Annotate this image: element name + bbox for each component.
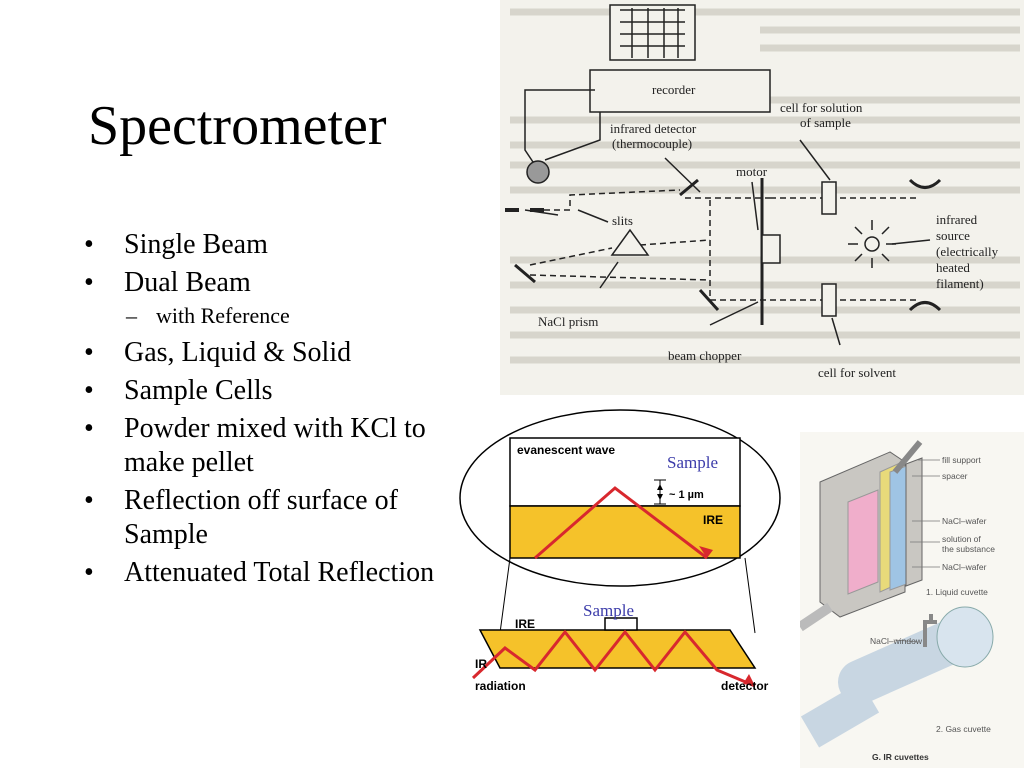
sample-bottom-label: Sample <box>583 601 634 620</box>
cell-sample-label-2: of sample <box>800 115 851 130</box>
liquid-cuvette-label: 1. Liquid cuvette <box>926 587 988 597</box>
source-label-2: source <box>936 228 970 243</box>
fill-support-label: fill support <box>942 455 981 465</box>
nacl-wafer-label-2: NaCl–wafer <box>942 562 987 572</box>
bullet-list: Single Beam Dual Beam with Reference Gas… <box>82 228 442 594</box>
gas-cuvette-label: 2. Gas cuvette <box>936 724 991 734</box>
ire-bottom-label: IRE <box>515 617 535 631</box>
atr-diagram: evanescent wave Sample ~ 1 µm IRE Sample… <box>455 408 785 698</box>
thickness-label: ~ 1 µm <box>669 489 704 501</box>
atr-schematic: evanescent wave Sample ~ 1 µm IRE Sample… <box>459 409 781 693</box>
detector-label-2: (thermocouple) <box>612 136 692 151</box>
evanescent-label: evanescent wave <box>517 443 615 457</box>
slits-label: slits <box>612 213 633 228</box>
ire-top-label: IRE <box>703 513 723 527</box>
motor-label: motor <box>736 164 768 179</box>
source-label-4: heated <box>936 260 970 275</box>
prism-label: NaCl prism <box>538 314 598 329</box>
recorder-label: recorder <box>652 82 696 97</box>
source-label-5: filament) <box>936 276 984 291</box>
detector-label: detector <box>721 679 769 693</box>
bullet-item: Dual Beam <box>82 266 442 300</box>
bullet-item: Reflection off surface of Sample <box>82 484 442 552</box>
spacer-label: spacer <box>942 471 968 481</box>
cuvette-illustration: fill support spacer NaCl–wafer solution … <box>797 432 1024 768</box>
ir-label: IR <box>475 657 487 671</box>
cuvette-drawing: fill support spacer NaCl–wafer solution … <box>797 440 995 762</box>
bullet-item: Powder mixed with KCl to make pellet <box>82 412 442 480</box>
chopper-label: beam chopper <box>668 348 742 363</box>
solution-label-1: solution of <box>942 534 981 544</box>
bullet-item: Attenuated Total Reflection <box>82 556 442 590</box>
sample-top-label: Sample <box>667 453 718 472</box>
slide-title: Spectrometer <box>88 95 387 157</box>
spectrometer-diagram: recorder infrared detector (thermocouple… <box>500 0 1024 395</box>
sub-bullet-item: with Reference <box>82 302 442 330</box>
spectrometer-schematic: recorder infrared detector (thermocouple… <box>505 4 1020 380</box>
source-label-3: (electrically <box>936 244 999 259</box>
bullet-item: Sample Cells <box>82 374 442 408</box>
detector-label: infrared detector <box>610 121 697 136</box>
source-label-1: infrared <box>936 212 978 227</box>
cell-sample-label: cell for solution <box>780 100 863 115</box>
bullet-item: Single Beam <box>82 228 442 262</box>
nacl-wafer-label-1: NaCl–wafer <box>942 516 987 526</box>
nacl-window-label: NaCl–window <box>870 636 923 646</box>
cuvette-caption: G. IR cuvettes <box>872 752 929 762</box>
bullet-item: Gas, Liquid & Solid <box>82 336 442 370</box>
cell-solvent-label: cell for solvent <box>818 365 896 380</box>
radiation-label: radiation <box>475 679 526 693</box>
solution-label-2: the substance <box>942 544 995 554</box>
